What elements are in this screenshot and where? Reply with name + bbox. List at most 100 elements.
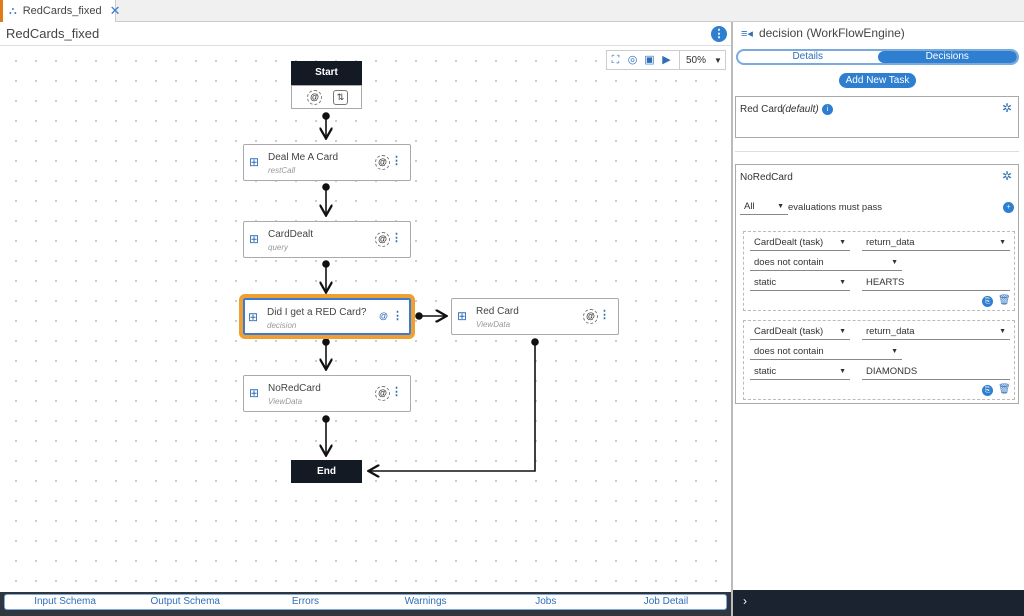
tab-bar: ⛬ RedCards_fixed ✕ — [0, 0, 1024, 22]
default-decision-card: Red Card (default) i ✲ — [735, 96, 1019, 138]
panel-title: decision (WorkFlowEngine) — [758, 26, 905, 40]
chevron-down-icon: ▼ — [839, 279, 846, 286]
source-select[interactable]: CardDealt (task)▼ — [750, 325, 850, 340]
tab-decisions[interactable]: Decisions — [877, 51, 1017, 63]
tab-details[interactable]: Details — [792, 51, 824, 62]
default-card-suffix: (default) — [782, 104, 819, 115]
task-title: Red Card — [476, 306, 519, 317]
field-select[interactable]: return_data▼ — [862, 236, 1010, 251]
info-icon[interactable]: i — [822, 104, 833, 115]
panel-divider[interactable] — [731, 22, 733, 616]
chevron-down-icon: ▼ — [891, 259, 898, 266]
task-menu-icon[interactable]: ⋮ — [391, 386, 402, 398]
add-new-task-button[interactable]: Add New Task — [839, 73, 916, 88]
operator-value: does not contain — [754, 346, 824, 357]
task-icon: ⊞ — [248, 310, 259, 324]
value-input[interactable]: HEARTS — [862, 276, 1010, 291]
match-suffix: evaluations must pass — [788, 202, 882, 213]
hide-icon[interactable]: ◎ — [627, 54, 638, 66]
type-value: static — [754, 277, 777, 288]
field-value: return_data — [866, 326, 915, 337]
task-menu-icon[interactable]: ⋮ — [392, 310, 403, 322]
match-select[interactable]: All▼ — [740, 200, 788, 215]
collapse-panel-icon[interactable]: ≡◂ — [741, 27, 753, 40]
gear-icon[interactable]: ✲ — [1002, 101, 1013, 115]
operator-select[interactable]: does not contain▼ — [750, 256, 902, 271]
chevron-down-icon: ▼ — [999, 328, 1006, 335]
default-card-name: Red Card — [740, 104, 783, 115]
zoom-select[interactable]: 50% ▼ — [679, 51, 722, 69]
task-node-deal-me-a-card[interactable]: ⊞ Deal Me A Card restCall @ ⋮ — [243, 144, 411, 181]
start-node[interactable]: Start — [291, 61, 362, 85]
tab-output-schema[interactable]: Output Schema — [150, 596, 220, 607]
panel-header: ≡◂ decision (WorkFlowEngine) — [733, 22, 1024, 44]
workflow-tab[interactable]: ⛬ RedCards_fixed ✕ — [0, 0, 120, 22]
task-title: NoRedCard — [268, 383, 321, 394]
start-node-body: @ ⇅ — [291, 85, 362, 109]
value-text: HEARTS — [866, 277, 905, 288]
chevron-down-icon: ▼ — [839, 239, 846, 246]
tab-errors[interactable]: Errors — [291, 596, 320, 607]
task-node-carddealt[interactable]: ⊞ CardDealt query @ ⋮ — [243, 221, 411, 258]
value-input[interactable]: DIAMONDS — [862, 365, 1010, 380]
copy-icon[interactable]: ⎘ — [982, 385, 993, 396]
condition-2: CardDealt (task)▼ return_data▼ does not … — [743, 320, 1015, 400]
task-icon: ⊞ — [457, 309, 468, 323]
clock-icon[interactable]: @ — [375, 155, 390, 170]
type-select[interactable]: static ▼ — [750, 276, 850, 291]
task-type: restCall — [268, 166, 296, 175]
tab-job-detail[interactable]: Job Detail — [643, 596, 689, 607]
trash-icon[interactable]: 🗑 — [998, 295, 1011, 306]
source-select[interactable]: CardDealt (task) ▼ — [750, 236, 850, 251]
chevron-down-icon: ▼ — [839, 368, 846, 375]
clock-icon[interactable]: @ — [375, 232, 390, 247]
chevron-down-icon: ▼ — [714, 55, 722, 65]
close-icon[interactable]: ✕ — [109, 3, 121, 18]
task-menu-icon[interactable]: ⋮ — [599, 309, 610, 321]
add-condition-icon[interactable]: + — [1003, 202, 1014, 213]
expand-chevron-icon[interactable]: › — [743, 594, 747, 608]
task-title: CardDealt — [268, 229, 314, 240]
task-node-noredcard[interactable]: ⊞ NoRedCard ViewData @ ⋮ — [243, 375, 411, 412]
panel-footer: › — [733, 590, 1024, 616]
variables-icon[interactable]: ⇅ — [333, 90, 348, 105]
clock-icon[interactable]: @ — [379, 311, 388, 321]
trash-icon[interactable]: 🗑 — [998, 384, 1011, 395]
operator-select[interactable]: does not contain ▼ — [750, 345, 902, 360]
source-value: CardDealt (task) — [754, 237, 824, 248]
rule-card-noredcard: NoRedCard ✲ All▼ evaluations must pass +… — [735, 164, 1019, 404]
clock-icon[interactable]: @ — [307, 90, 322, 105]
task-node-red-card[interactable]: ⊞ Red Card ViewData @ ⋮ — [451, 298, 619, 335]
task-node-decision-selected[interactable]: ⊞ Did I get a RED Card? decision @ ⋮ — [239, 294, 415, 339]
tab-input-schema[interactable]: Input Schema — [34, 596, 96, 607]
rule-name: NoRedCard — [740, 172, 793, 183]
source-value: CardDealt (task) — [754, 326, 824, 337]
chevron-down-icon: ▼ — [999, 239, 1006, 246]
zoom-value: 50% — [686, 54, 707, 66]
canvas-toolbar: ⛶ ◎ ▣ ▶ 50% ▼ — [606, 50, 726, 70]
play-icon[interactable]: ▶ — [662, 54, 671, 66]
type-select[interactable]: static▼ — [750, 365, 850, 380]
task-menu-icon[interactable]: ⋮ — [391, 155, 402, 167]
chevron-down-icon: ▼ — [891, 348, 898, 355]
task-icon: ⊞ — [249, 155, 260, 169]
task-type: query — [268, 243, 289, 252]
tab-jobs[interactable]: Jobs — [535, 596, 557, 607]
task-title: Deal Me A Card — [268, 152, 339, 163]
separator — [735, 151, 1019, 152]
clock-icon[interactable]: @ — [375, 386, 390, 401]
fit-screen-icon[interactable]: ⛶ — [611, 54, 620, 66]
workflow-menu-icon[interactable]: ⋮ — [711, 26, 727, 42]
task-title: Did I get a RED Card? — [267, 307, 367, 318]
bottom-tabs: Input Schema Output Schema Errors Warnin… — [4, 594, 727, 610]
task-menu-icon[interactable]: ⋮ — [391, 232, 402, 244]
task-icon: ⊞ — [249, 232, 260, 246]
end-node[interactable]: End — [291, 460, 362, 483]
tab-label: RedCards_fixed — [22, 5, 102, 17]
save-icon[interactable]: ▣ — [644, 54, 655, 66]
clock-icon[interactable]: @ — [583, 309, 598, 324]
tab-warnings[interactable]: Warnings — [404, 596, 447, 607]
copy-icon[interactable]: ⎘ — [982, 296, 993, 307]
gear-icon[interactable]: ✲ — [1002, 169, 1013, 183]
field-select[interactable]: return_data ▼ — [862, 325, 1010, 340]
